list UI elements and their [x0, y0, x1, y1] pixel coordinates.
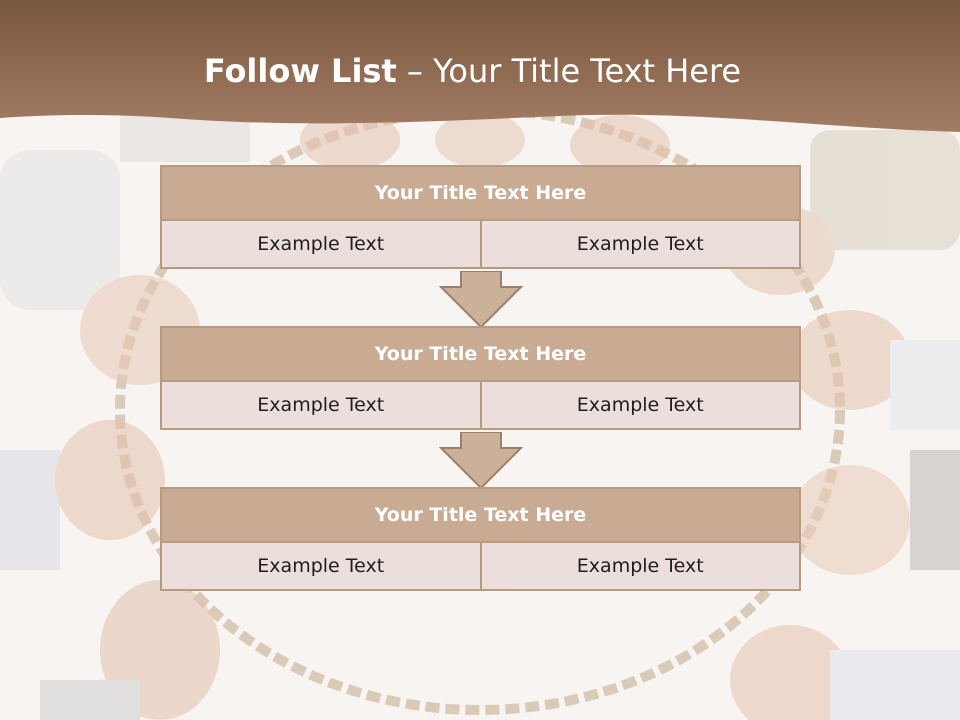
step-block-2: Your Title Text Here Example Text Exampl…: [160, 326, 801, 430]
step-title: Your Title Text Here: [160, 326, 801, 382]
step-block-3: Your Title Text Here Example Text Exampl…: [160, 487, 801, 591]
slide-title-rest: – Your Title Text Here: [406, 52, 742, 90]
step-right-text: Example Text: [479, 382, 800, 428]
arrow-down-icon: [439, 271, 523, 329]
step-title: Your Title Text Here: [160, 165, 801, 221]
step-left-text: Example Text: [257, 394, 385, 416]
step-right-text: Example Text: [479, 221, 800, 267]
slide-title-bold: Follow List: [203, 52, 397, 90]
step-left-text: Example Text: [257, 233, 385, 255]
arrow-down-icon: [439, 432, 523, 490]
step-row: Example Text Example Text: [160, 221, 801, 269]
step-row: Example Text Example Text: [160, 543, 801, 591]
step-left-text: Example Text: [257, 555, 385, 577]
step-block-1: Your Title Text Here Example Text Exampl…: [160, 165, 801, 269]
step-row: Example Text Example Text: [160, 382, 801, 430]
slide-title: Follow List – Your Title Text Here: [0, 52, 945, 90]
step-right-text: Example Text: [479, 543, 800, 589]
header-band: [0, 0, 960, 132]
step-title: Your Title Text Here: [160, 487, 801, 543]
